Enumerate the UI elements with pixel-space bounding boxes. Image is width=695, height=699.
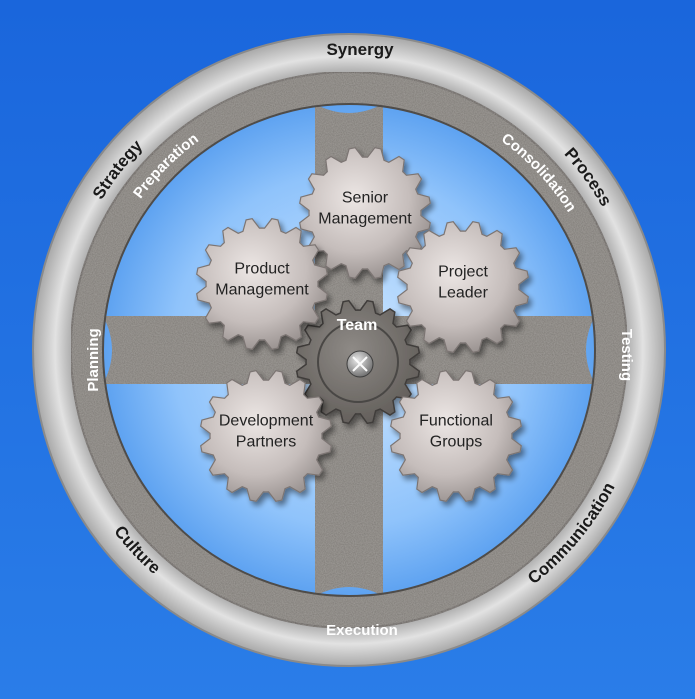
gear-project-leader-label-line-1: Project (438, 264, 488, 281)
gear-functional-groups-label-line-1: Functional (419, 413, 493, 430)
gear-product-management-label-line-2: Management (215, 282, 309, 299)
gear-functional-groups-label-line-2: Groups (430, 434, 482, 451)
hub-label-team: Team (337, 317, 378, 334)
hub-knob-icon (346, 350, 374, 378)
gear-development-partners-label-line-2: Partners (236, 434, 296, 451)
outer-label-synergy: Synergy (326, 40, 394, 59)
gear-cluster: SeniorManagementProductManagementProject… (196, 147, 529, 502)
gear-senior-management-label-line-2: Management (318, 211, 412, 228)
rim-label-testing: Testing (618, 329, 635, 381)
gear-senior-management-label-line-1: Senior (342, 190, 389, 207)
hub-center: Team (337, 317, 378, 378)
gear-product-management-label-line-1: Product (234, 261, 290, 278)
gear-development-partners-label-line-1: Development (219, 413, 314, 430)
gear-project-leader-label-line-2: Leader (438, 285, 488, 302)
rim-label-planning: Planning (85, 328, 102, 391)
rim-label-execution: Execution (326, 622, 398, 639)
